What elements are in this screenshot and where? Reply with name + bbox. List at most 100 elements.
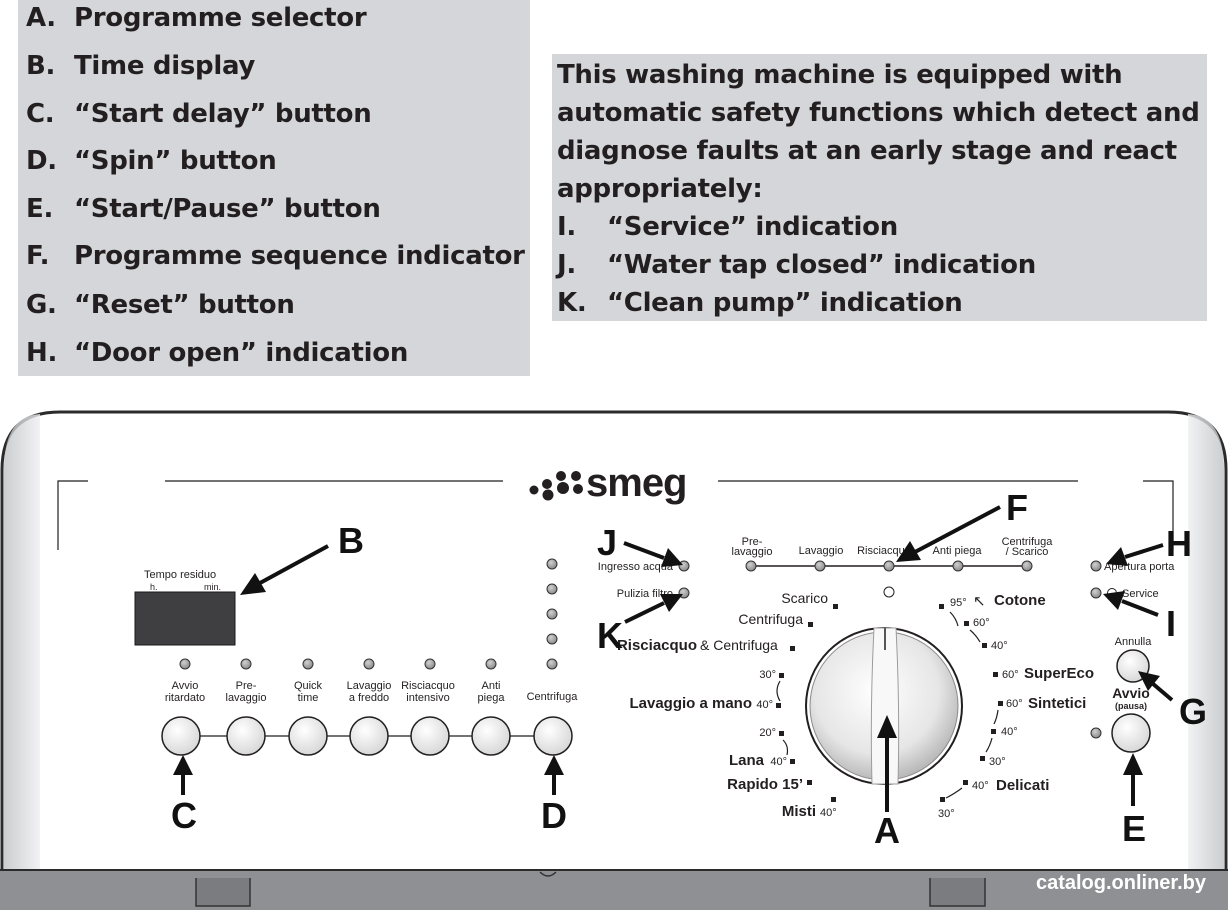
programme-label: SuperEco (1024, 665, 1094, 682)
sequence-indicator: Pre- lavaggio Lavaggio Risciacquo Anti p… (732, 536, 1054, 572)
legend-item-g: G.“Reset” button (26, 290, 295, 320)
temperature-label: 60° (1002, 669, 1019, 681)
start-led (1090, 727, 1102, 739)
sequence-label: Pre- (742, 536, 763, 548)
sequence-label: Centrifuga (1002, 536, 1054, 548)
option-label: intensivo (406, 692, 449, 704)
led-quick-time (302, 658, 314, 670)
legend-item-d: D.“Spin” button (26, 146, 277, 176)
legend-item-a: A.Programme selector (26, 3, 367, 33)
option-label: Risciacquo (401, 680, 455, 692)
option-label: Avvio (172, 680, 199, 692)
programme-label: Risciacquo (617, 637, 697, 654)
option-label: Lavaggio (347, 680, 392, 692)
control-panel: smeg Tempo residuo h. min. Avvio ritarda… (0, 410, 1228, 910)
programme-label: Lana (729, 752, 765, 769)
temperature-label: 40° (1001, 726, 1018, 738)
callout-a: A (874, 810, 900, 851)
safety-intro-line: diagnose faults at an early stage and re… (557, 136, 1177, 166)
prewash-button[interactable] (226, 716, 266, 756)
sequence-label: lavaggio (732, 546, 773, 558)
option-label: a freddo (349, 692, 389, 704)
legend-item-f: F.Programme sequence indicator (26, 241, 525, 271)
sequence-led (814, 560, 826, 572)
led-anti-piega (485, 658, 497, 670)
led-spin-speed (546, 633, 558, 645)
programme-label: Cotone (994, 592, 1046, 609)
sequence-led (745, 560, 757, 572)
watermark-text: catalog.onliner.by (1036, 872, 1207, 894)
option-buttons (161, 716, 573, 756)
temperature-label: 60° (973, 617, 990, 629)
led-spin-speed (546, 558, 558, 570)
sequence-label: / Scarico (1006, 546, 1049, 558)
temperature-label: 60° (1006, 698, 1023, 710)
quick-time-button[interactable] (288, 716, 328, 756)
legend-item-b: B.Time display (26, 51, 256, 81)
temperature-label: 30° (938, 808, 955, 820)
legend-item-e: E.“Start/Pause” button (26, 194, 381, 224)
temperature-label: 40° (756, 699, 773, 711)
legend-item-j: J.“Water tap closed” indication (557, 250, 1036, 280)
start-pause-button[interactable] (1111, 713, 1151, 753)
callout-j: J (597, 522, 617, 563)
callout-g: G (1179, 691, 1207, 732)
water-tap-label: Ingresso acqua (598, 561, 674, 573)
option-label: ritardato (165, 692, 205, 704)
programme-label: Sintetici (1028, 695, 1086, 712)
sequence-led (952, 560, 964, 572)
time-display: Tempo residuo h. min. (134, 569, 236, 646)
knob-reference-mark (883, 586, 895, 598)
legend-item-h: H.“Door open” indication (26, 338, 409, 368)
programme-labels-left: Scarico Centrifuga Risciacquo & Centrifu… (617, 590, 838, 820)
callout-k: K (597, 615, 623, 656)
cotone-icon: ↖ (973, 593, 986, 610)
callout-i: I (1166, 603, 1176, 644)
temperature-label: 95° (950, 597, 967, 609)
anti-crease-button[interactable] (471, 716, 511, 756)
option-label: Pre- (236, 680, 257, 692)
time-display-screen (134, 591, 236, 646)
temperature-label: 40° (991, 640, 1008, 652)
option-label: lavaggio (226, 692, 267, 704)
temperature-label: 30° (759, 669, 776, 681)
option-label: Quick (294, 680, 323, 692)
temperature-label: 30° (989, 756, 1006, 768)
time-display-h: h. (150, 582, 158, 592)
option-leds (179, 558, 558, 670)
option-label: Anti (482, 680, 501, 692)
callout-e: E (1122, 808, 1146, 849)
intensive-rinse-button[interactable] (410, 716, 450, 756)
programme-selector (805, 586, 963, 785)
start-delay-button[interactable] (161, 716, 201, 756)
cold-wash-button[interactable] (349, 716, 389, 756)
legend-item-k: K.“Clean pump” indication (557, 288, 963, 318)
programme-label: Rapido 15’ (727, 776, 803, 793)
callout-d: D (541, 795, 567, 836)
programme-label: Lavaggio a mano (629, 695, 752, 712)
callout-c: C (171, 795, 197, 836)
smeg-logo: smeg (529, 461, 688, 505)
brand-logo-text: smeg (586, 461, 687, 505)
temperature-label: 40° (972, 780, 989, 792)
option-label: Centrifuga (527, 691, 579, 703)
callout-arrows (173, 505, 1174, 812)
clean-filter-label: Pulizia filtro (617, 588, 673, 600)
programme-labels-right: 95° ↖ Cotone 60° 40° 60° SuperEco 60° Si… (938, 592, 1094, 820)
sequence-led (883, 560, 895, 572)
legend-right: This washing machine is equipped with au… (552, 54, 1207, 321)
programme-label: Delicati (996, 777, 1049, 794)
temperature-label: 20° (759, 727, 776, 739)
safety-intro-line: This washing machine is equipped with (557, 60, 1123, 90)
led-spin-speed (546, 608, 558, 620)
temperature-label: 40° (820, 807, 837, 819)
legend-left: A.Programme selector B.Time display C.“S… (18, 0, 530, 376)
callout-letters: A B C D E F G H I J K (171, 487, 1207, 851)
spin-button[interactable] (533, 716, 573, 756)
door-open-led (1090, 560, 1102, 572)
programme-label: Centrifuga (738, 611, 803, 627)
start-label: Avvio (1112, 685, 1150, 701)
programme-label: Misti (782, 803, 816, 820)
sequence-label: Risciacquo (857, 545, 911, 557)
